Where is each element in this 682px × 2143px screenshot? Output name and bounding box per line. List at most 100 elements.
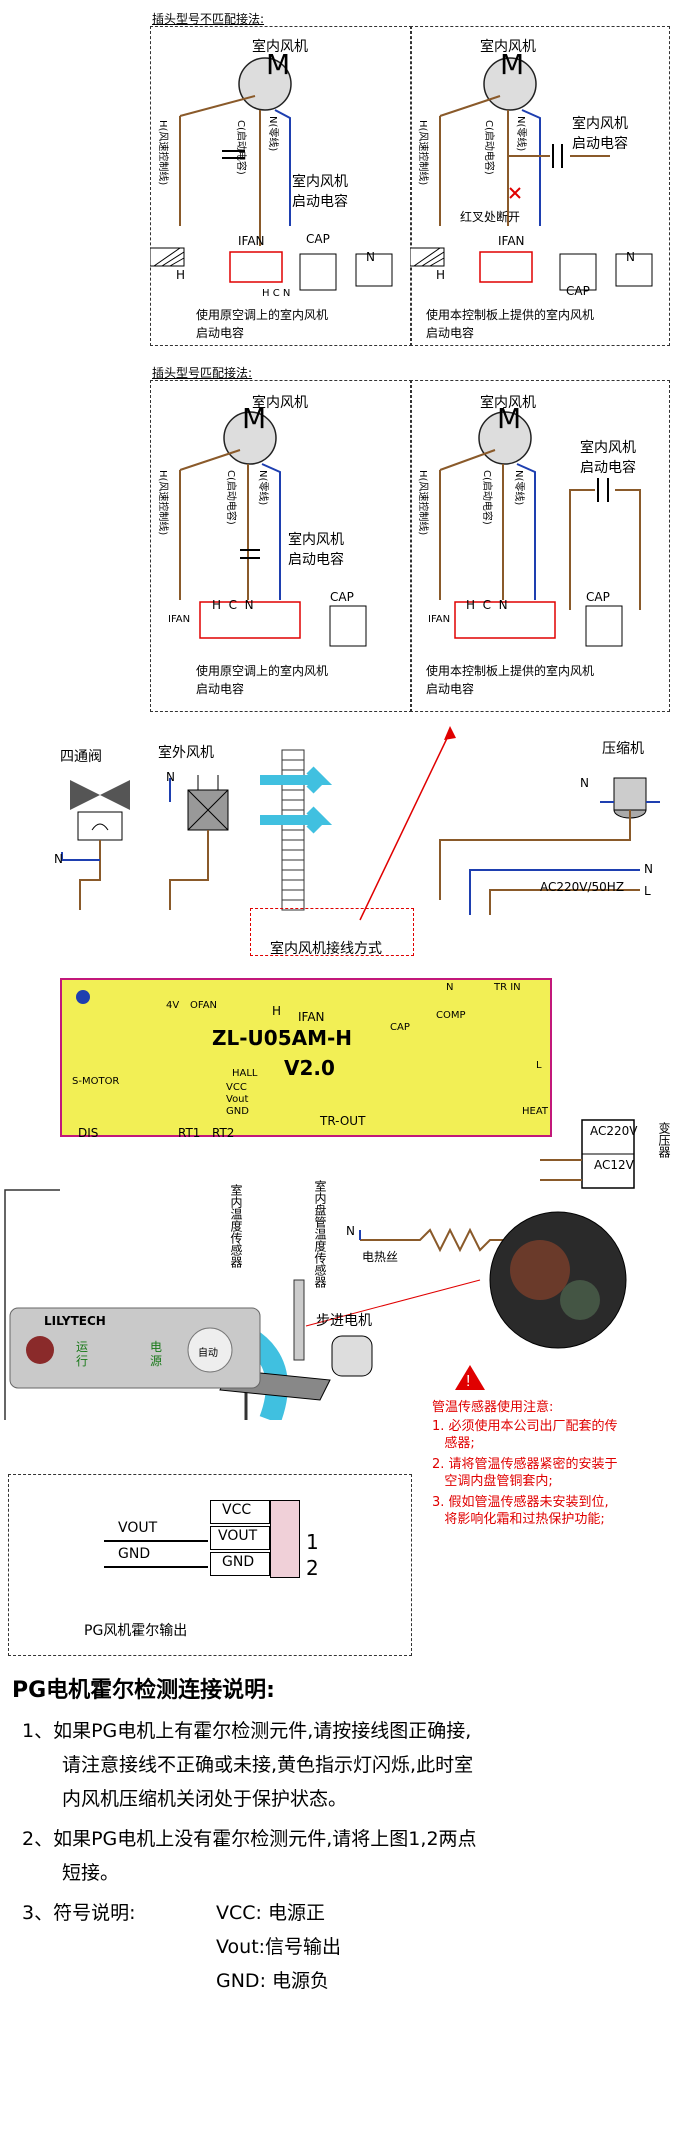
pg-point-2: 2 [306,1556,319,1580]
board-ifan-label: IFAN [298,1010,325,1024]
panel-caption: 使用本控制板上提供的室内风机 启动电容 [426,664,595,696]
n-label: N [166,770,175,784]
warning-2: 2. 请将管温传感器紧密的安装于 空调内盘管铜套内; [432,1457,618,1489]
board-h-label: H [272,1004,282,1018]
board-model: ZL-U05AM-H [212,1026,353,1050]
board-tr-out-label: TR-OUT [320,1114,366,1128]
main-wiring-diagram: ! [4,726,660,1420]
fan-label: 室内风机 [480,39,536,55]
fan-label: 室内风机 [252,39,308,55]
valve-label: 四通阀 [60,749,102,765]
note-line-1c: 内风机压缩机关闭处于保护状态。 [62,1788,348,1810]
svg-text:!: ! [466,1373,470,1390]
ifan-label: IFAN [498,234,525,248]
note-line-2a: 2、如果PG电机上没有霍尔检测元件,请将上图1,2两点 [22,1828,477,1850]
fan-label: 室内风机 [480,395,536,411]
notes-title: PG电机霍尔检测连接说明: [12,1678,275,1703]
panel-caption: 使用本控制板上提供的室内风机 启动电容 [426,308,595,340]
motor-wiring-diagram-right [439,411,641,647]
board-heat-label: HEAT [522,1106,549,1117]
heater-label: 电热丝 [362,1250,399,1264]
display-brand: LILYTECH [44,1314,106,1328]
cap-label: 室内风机 启动电容 [572,116,628,152]
ifan-label: IFAN [168,614,191,625]
motor-wiring-diagram-left [179,411,367,647]
cap-label: 室内风机 启动电容 [580,440,636,476]
cap-term-label: CAP [566,284,590,298]
compressor-label: 压缩机 [602,741,644,757]
board-smotor-label: S-MOTOR [72,1076,120,1087]
n-label: N [626,250,635,264]
board-n-label: N [446,982,454,993]
board-version: V2.0 [284,1056,335,1080]
fan-label: 室内风机 [252,395,308,411]
section-title-match: 插头型号匹配接法: [152,366,253,380]
display-power: 电 源 [150,1340,163,1368]
sensor-coil-label: 室内盘管温度传感器 [313,1180,327,1288]
motor-symbol: M [242,402,267,435]
wire-c-label: C(启动电容) [483,120,494,175]
sensor-indoor-label: 室内温度传感器 [229,1184,243,1268]
transformer-label: 变压器 [657,1122,671,1158]
h-label: H [436,268,446,282]
pg-caption: PG风机霍尔输出 [84,1623,188,1639]
n-label: N [366,250,375,264]
pg-box [8,1474,412,1656]
pg-gnd-left: GND [118,1546,151,1562]
motor-symbol: M [497,402,522,435]
cap-label: 室内风机 启动电容 [288,532,344,568]
heater-n-label: N [346,1224,355,1238]
wire-h-label: H(风速控制线) [417,120,428,186]
fan-wiring-box [250,908,414,956]
pg-vout: VOUT [218,1528,258,1544]
transformer-in-label: AC220V [590,1124,638,1138]
pg-vout-left: VOUT [118,1520,158,1536]
board-hall-label: HALL [232,1068,258,1079]
board-comp-label: COMP [436,1010,466,1021]
panel-match-right [410,380,670,712]
power-label: AC220V/50HZ [540,880,625,894]
cap-term-label: CAP [330,590,354,604]
n-power-label: N [644,862,653,876]
cap-term-label: CAP [586,590,610,604]
note-line-1b: 请注意接线不正确或未接,黄色指示灯闪烁,此时室 [62,1754,474,1776]
motor-symbol: M [266,48,291,81]
pg-point-1: 1 [306,1530,319,1554]
pg-vout-wire [104,1540,208,1542]
note-line-3: 3、符号说明: [22,1902,136,1924]
board-dis-label: DIS [78,1126,99,1140]
warning-3: 3. 假如管温传感器未安装到位, 将影响化霜和过热保护功能; [432,1495,609,1527]
motor-wiring-diagram-right [410,57,653,291]
pg-connector [270,1500,300,1578]
panel-caption: 使用原空调上的室内风机 启动电容 [196,308,329,340]
n-label: N [54,852,63,866]
pg-vout-cell [210,1526,270,1550]
gnd-definition: GND: 电源负 [216,1970,330,1992]
display-auto[interactable]: 自动 [198,1348,218,1359]
note-line-2b: 短接。 [62,1862,120,1884]
vcc-definition: VCC: 电源正 [216,1902,325,1924]
wire-n-label: N(零线) [257,470,268,506]
panel-mismatch-right [410,26,670,346]
pg-gnd-wire [104,1566,208,1568]
board-vcc-label: VCC [226,1082,247,1093]
panel-mismatch-left [150,26,412,346]
board-4v-label: 4V [166,1000,180,1011]
pg-gnd: GND [222,1554,255,1570]
n-label: N [580,776,589,790]
wire-h-label: H(风速控制线) [157,470,168,536]
board-gnd-label: GND [226,1106,249,1117]
ifan-label: IFAN [428,614,451,625]
pg-vcc-cell [210,1500,270,1524]
pg-vcc: VCC [222,1502,252,1518]
controller-board [60,978,552,1137]
wire-h-label: H(风速控制线) [417,470,428,536]
l-power-label: L [644,884,651,898]
wire-c-label: C(启动电容) [235,120,246,175]
panel-match-left [150,380,412,712]
terms-label: H C N [212,598,254,612]
wire-c-label: C(启动电容) [225,470,236,525]
board-vout-label: Vout [226,1094,249,1105]
outdoor-fan-label: 室外风机 [158,745,214,761]
cap-term-label: CAP [306,232,330,246]
